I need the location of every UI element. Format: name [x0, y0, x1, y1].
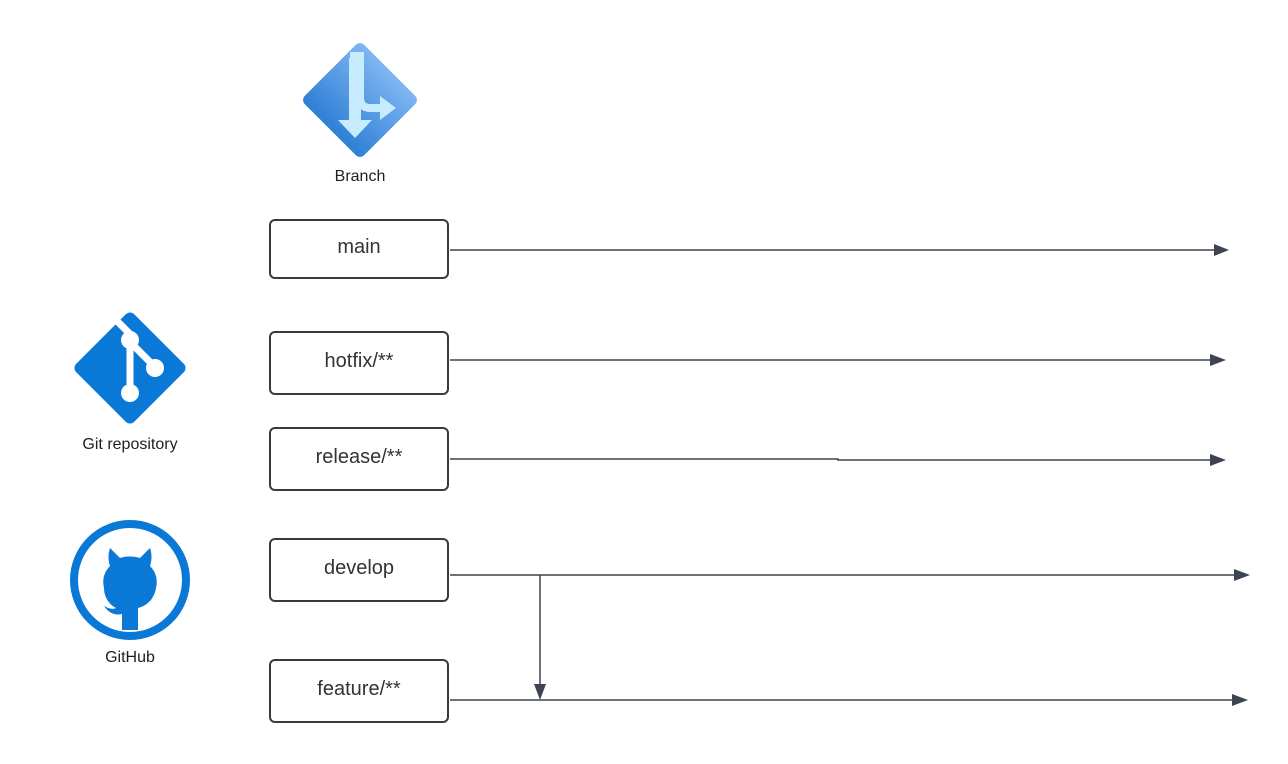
develop-to-feature-arrowhead [534, 684, 546, 700]
release-branch-line [450, 458, 1212, 461]
main-arrowhead [1214, 244, 1229, 256]
branch-develop-label: develop [323, 557, 395, 579]
branch-release-label: release/** [315, 446, 403, 468]
git-repository-legend-label: Git repository [82, 436, 178, 453]
branch-hotfix-label: hotfix/** [324, 350, 394, 372]
git-repository-icon [74, 312, 186, 424]
branch-icon [303, 43, 417, 157]
branch-release-box[interactable]: release/** [269, 427, 449, 491]
github-legend-label: GitHub [105, 649, 155, 666]
release-arrowhead [1210, 454, 1226, 466]
hotfix-arrowhead [1210, 354, 1226, 366]
branch-hotfix-box[interactable]: hotfix/** [269, 331, 449, 395]
github-icon [70, 520, 190, 640]
branch-develop-box[interactable]: develop [269, 538, 449, 602]
branch-legend-label: Branch [334, 168, 386, 185]
branch-main-label: main [337, 236, 381, 258]
develop-arrowhead [1234, 569, 1250, 581]
feature-arrowhead [1232, 694, 1248, 706]
branch-main-box[interactable]: main [269, 219, 449, 279]
branch-feature-label: feature/** [317, 678, 401, 700]
branch-feature-box[interactable]: feature/** [269, 659, 449, 723]
